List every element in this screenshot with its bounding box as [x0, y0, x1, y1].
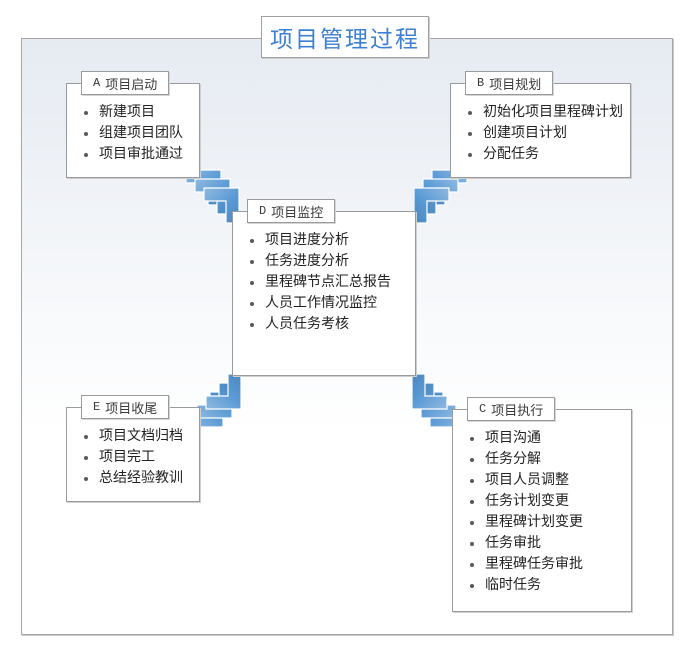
list-item: 组建项目团队 [79, 123, 191, 144]
page-title: 项目管理过程 [270, 27, 420, 53]
list-item: 创建项目计划 [463, 123, 622, 144]
process-box-d-key: D [259, 204, 267, 218]
process-box-a-key: A [93, 76, 101, 90]
process-box-e-label: E 项目收尾 [81, 395, 170, 419]
process-box-c-name: 项目执行 [491, 403, 544, 419]
connector-b-to-d-chevron-icon [414, 168, 478, 226]
list-item: 里程碑计划变更 [465, 512, 623, 533]
list-item: 任务审批 [465, 533, 623, 554]
process-box-e-key: E [93, 400, 101, 414]
process-box-d-label: D 项目监控 [247, 199, 336, 223]
list-item: 新建项目 [79, 102, 191, 123]
list-item: 初始化项目里程碑计划 [463, 102, 623, 123]
process-box-a-name: 项目启动 [105, 77, 158, 93]
list-item: 人员工作情况监控 [245, 293, 407, 314]
list-item: 项目人员调整 [465, 470, 623, 491]
list-item: 任务进度分析 [245, 251, 407, 272]
list-item: 项目完工 [79, 447, 191, 468]
process-box-c[interactable]: C 项目执行 项目沟通 任务分解 项目人员调整 任务计划变更 里程碑计划变更 任… [452, 397, 632, 612]
connector-a-to-d-chevron-icon [186, 168, 250, 226]
process-box-a-items: 新建项目 组建项目团队 项目审批通过 [67, 84, 199, 173]
process-box-b-items: 初始化项目里程碑计划 创建项目计划 分配任务 [451, 84, 630, 173]
process-box-c-items: 项目沟通 任务分解 项目人员调整 任务计划变更 里程碑计划变更 任务审批 里程碑… [453, 410, 631, 604]
process-box-a[interactable]: A 项目启动 新建项目 组建项目团队 项目审批通过 [66, 71, 200, 178]
list-item: 里程碑节点汇总报告 [245, 272, 407, 293]
list-item: 任务计划变更 [465, 491, 623, 512]
process-box-b[interactable]: B 项目规划 初始化项目里程碑计划 创建项目计划 分配任务 [450, 71, 631, 178]
process-box-b-key: B [477, 76, 485, 90]
process-box-e-name: 项目收尾 [105, 401, 158, 417]
connector-c-to-d-chevron-icon [412, 371, 476, 429]
list-item: 临时任务 [465, 575, 623, 596]
process-box-c-label: C 项目执行 [467, 397, 556, 421]
list-item: 里程碑任务审批 [465, 554, 623, 575]
list-item: 人员任务考核 [245, 314, 407, 335]
process-box-b-name: 项目规划 [489, 77, 542, 93]
list-item: 总结经验教训 [79, 468, 191, 489]
list-item: 项目审批通过 [79, 144, 191, 165]
list-item: 任务分解 [465, 449, 623, 470]
process-box-b-label: B 项目规划 [465, 71, 554, 95]
diagram-title-chip: 项目管理过程 [261, 16, 429, 58]
process-box-d-items: 项目进度分析 任务进度分析 里程碑节点汇总报告 人员工作情况监控 人员任务考核 [233, 212, 415, 343]
process-box-c-key: C [479, 402, 487, 416]
process-box-e[interactable]: E 项目收尾 项目文档归档 项目完工 总结经验教训 [66, 395, 200, 502]
process-box-d-name: 项目监控 [271, 205, 324, 221]
list-item: 项目文档归档 [79, 426, 191, 447]
process-box-d[interactable]: D 项目监控 项目进度分析 任务进度分析 里程碑节点汇总报告 人员工作情况监控 … [232, 199, 416, 376]
process-box-e-items: 项目文档归档 项目完工 总结经验教训 [67, 408, 199, 497]
list-item: 分配任务 [463, 144, 622, 165]
list-item: 项目沟通 [465, 428, 623, 449]
process-box-a-label: A 项目启动 [81, 71, 170, 95]
list-item: 项目进度分析 [245, 230, 407, 251]
